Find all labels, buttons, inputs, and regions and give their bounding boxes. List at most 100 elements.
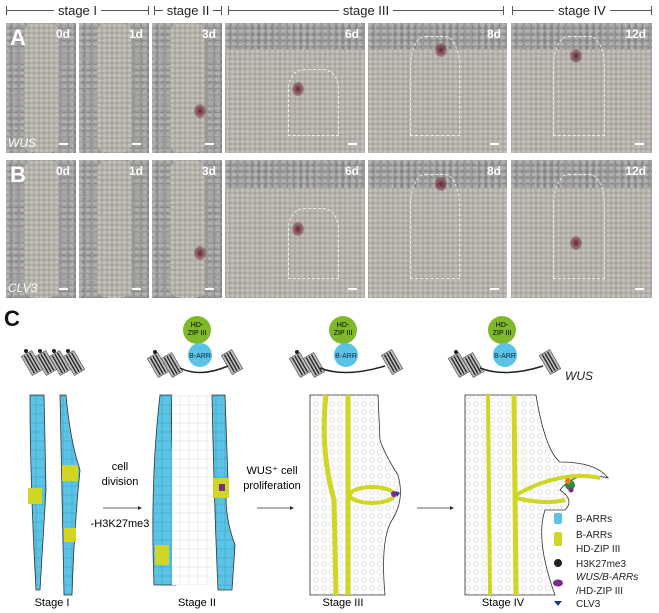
stage-range-1: stage I (6, 2, 149, 18)
day-label: 3d (201, 27, 216, 41)
panel_b-micrograph: 3d (152, 160, 222, 298)
panel_b-micrograph: 0d (6, 160, 76, 298)
stage-1-diagram (20, 349, 86, 596)
svg-text:B-ARRs: B-ARRs (576, 530, 612, 541)
svg-text:ZIP III: ZIP III (493, 330, 512, 337)
expression-signal (194, 103, 206, 118)
outline (553, 173, 605, 280)
panel_b-micrograph: 6d (225, 160, 365, 298)
svg-text:Stage III: Stage III (323, 597, 364, 609)
svg-text:HD-: HD- (496, 322, 509, 329)
expression-signal (292, 81, 305, 96)
panel_b-micrograph: 8d (368, 160, 507, 298)
transition-arrow-2: WUS⁺ cell proliferation (243, 465, 301, 510)
day-label: 12d (625, 27, 646, 41)
tissue (368, 49, 507, 153)
day-label: 12d (625, 164, 646, 178)
tissue (96, 160, 132, 298)
svg-text:B-ARRs: B-ARRs (576, 514, 612, 525)
tissue (225, 187, 365, 298)
tissue (511, 49, 652, 153)
expression-signal (570, 235, 583, 250)
svg-text:WUS⁺ cell: WUS⁺ cell (246, 465, 297, 477)
transition-arrow-1: cell division -H3K27me3 (91, 461, 150, 530)
day-label: 8d (486, 164, 501, 178)
svg-text:B-ARR: B-ARR (335, 353, 357, 360)
panel_a-micrograph: 8d (368, 23, 507, 153)
scale-bar (348, 143, 357, 145)
panel_a-label: A (10, 25, 26, 50)
stage-4-diagram: HD-ZIP III B-ARR WUS (447, 316, 609, 596)
scale-bar (490, 143, 499, 145)
tissue (23, 23, 59, 153)
tissue (23, 160, 59, 298)
outline (409, 173, 461, 280)
panel_a-micrograph: 6d (225, 23, 365, 153)
tissue (169, 160, 205, 298)
tissue (368, 187, 507, 298)
stage-3-diagram: HD-ZIP III B-ARR (288, 316, 404, 596)
svg-text:/HD-ZIP III: /HD-ZIP III (576, 586, 623, 597)
svg-text:HD-: HD- (337, 322, 350, 329)
scale-bar (635, 288, 644, 290)
panel-c-label: C (4, 306, 20, 331)
panel_a-gene-label: WUS (8, 136, 36, 150)
day-label: 0d (55, 164, 70, 178)
stage-label: stage III (342, 2, 390, 18)
scale-bar (205, 143, 214, 145)
svg-text:-H3K27me3: -H3K27me3 (91, 518, 150, 530)
panel_a-micrograph: 0d (6, 23, 76, 153)
svg-text:CLV3: CLV3 (576, 599, 601, 610)
panel_a-micrograph: 1d (79, 23, 149, 153)
scale-bar (490, 288, 499, 290)
day-label: 1d (128, 27, 143, 41)
svg-text:ZIP III: ZIP III (334, 330, 353, 337)
stage-range-4: stage IV (512, 2, 653, 18)
expression-signal (194, 245, 206, 260)
scale-bar (59, 143, 68, 145)
svg-text:WUS/B-ARRs: WUS/B-ARRs (576, 572, 638, 583)
svg-text:division: division (102, 476, 139, 488)
day-label: 8d (486, 27, 501, 41)
svg-text:proliferation: proliferation (243, 480, 300, 492)
day-label: 3d (201, 164, 216, 178)
panel_a-micrograph: 12d (511, 23, 652, 153)
outline (409, 36, 461, 136)
tissue (225, 49, 365, 153)
stage-label: stage II (166, 2, 210, 18)
scale-bar (205, 288, 214, 290)
svg-text:B-ARR: B-ARR (494, 353, 516, 360)
scale-bar (132, 288, 141, 290)
scale-bar (348, 288, 357, 290)
panel_b-gene-label: CLV3 (8, 281, 38, 295)
svg-text:B-ARR: B-ARR (189, 353, 211, 360)
day-label: 6d (344, 27, 359, 41)
svg-text:ZIP III: ZIP III (188, 330, 207, 337)
svg-text:HD-ZIP III: HD-ZIP III (576, 544, 620, 555)
outline (553, 36, 605, 136)
day-label: 0d (55, 27, 70, 41)
stage-2-diagram: HD-ZIP III B-ARR (146, 316, 244, 591)
scale-bar (59, 288, 68, 290)
stage-label: stage IV (558, 2, 606, 18)
panel_a-micrograph: 3d (152, 23, 222, 153)
svg-text:H3K27me3: H3K27me3 (576, 559, 626, 570)
panel_b-label: B (10, 162, 26, 187)
day-label: 1d (128, 164, 143, 178)
stage-label: stage I (57, 2, 98, 18)
panel_b-micrograph: 12d (511, 160, 652, 298)
tissue (169, 23, 205, 153)
wus-gene-label: WUS (565, 369, 593, 383)
svg-text:cell: cell (112, 461, 129, 473)
expression-signal (570, 49, 583, 63)
outline (288, 68, 339, 136)
transition-arrow-3 (417, 506, 454, 510)
expression-signal (434, 42, 447, 57)
svg-text:Stage II: Stage II (178, 597, 216, 609)
day-label: 6d (344, 164, 359, 178)
svg-text:HD-: HD- (191, 322, 204, 329)
svg-text:Stage IV: Stage IV (482, 597, 525, 609)
